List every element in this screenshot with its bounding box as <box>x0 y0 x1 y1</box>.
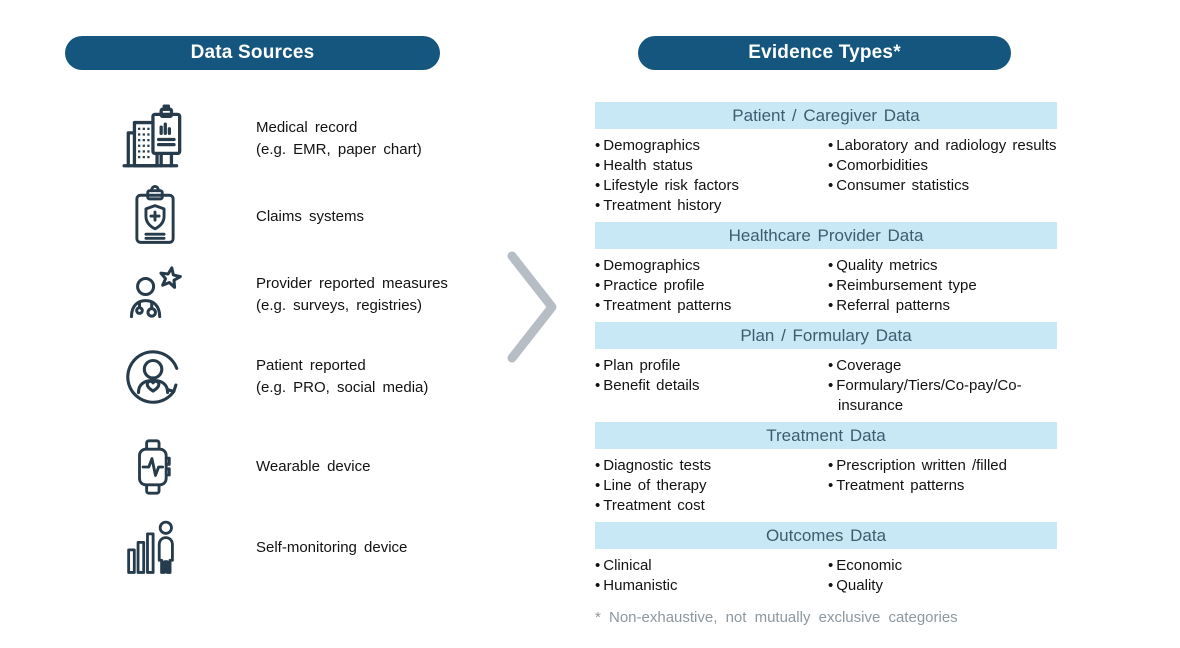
section-body-outcomes: Clinical Humanistic Economic Quality <box>595 556 1057 596</box>
source-label-self-monitoring: Self-monitoring device <box>256 539 408 556</box>
source-row-claims: Claims systems <box>100 185 365 248</box>
list-item: Prescription written /filled <box>828 456 1057 476</box>
list-item: Laboratory and radiology results <box>828 136 1057 156</box>
section-header-outcomes: Outcomes Data <box>595 522 1057 549</box>
source-row-medical-record: Medical record (e.g. EMR, paper chart) <box>100 98 422 180</box>
list-item: Clinical <box>595 556 828 576</box>
source-label-claims: Claims systems <box>256 208 365 225</box>
list-item: Quality metrics <box>828 256 1057 276</box>
smartwatch-icon <box>137 439 171 495</box>
list-item: Demographics <box>595 136 828 156</box>
claims-clipboard-shield-icon <box>135 185 175 244</box>
list-item: Treatment patterns <box>595 296 828 316</box>
list-item: Diagnostic tests <box>595 456 828 476</box>
provider-star-icon <box>129 266 182 319</box>
list-item: Reimbursement type <box>828 276 1057 296</box>
hospital-clipboard-icon <box>122 104 182 168</box>
list-item: Health status <box>595 156 828 176</box>
section-body-healthcare-provider: Demographics Practice profile Treatment … <box>595 256 1057 316</box>
list-item: Treatment cost <box>595 496 828 516</box>
list-item: Consumer statistics <box>828 176 1057 196</box>
section-header-patient-caregiver: Patient / Caregiver Data <box>595 102 1057 129</box>
list-item: Practice profile <box>595 276 828 296</box>
source-row-wearable: Wearable device <box>100 434 370 500</box>
list-item: Benefit details <box>595 376 828 396</box>
section-body-treatment: Diagnostic tests Line of therapy Treatme… <box>595 456 1057 516</box>
footnote: * Non-exhaustive, not mutually exclusive… <box>595 609 958 626</box>
evidence-types-panel: Patient / Caregiver Data Demographics He… <box>595 102 1057 626</box>
list-item: Treatment patterns <box>828 476 1057 496</box>
list-item: Quality <box>828 576 1057 596</box>
source-row-provider-reported: Provider reported measures (e.g. surveys… <box>100 262 448 328</box>
data-sources-header: Data Sources <box>65 36 440 70</box>
source-label-patient-reported: Patient reported (e.g. PRO, social media… <box>256 357 429 396</box>
source-row-patient-reported: Patient reported (e.g. PRO, social media… <box>100 342 428 412</box>
evidence-types-header: Evidence Types* <box>638 36 1011 70</box>
list-item: Demographics <box>595 256 828 276</box>
list-item: Plan profile <box>595 356 828 376</box>
source-label-wearable: Wearable device <box>256 458 371 475</box>
list-item: Line of therapy <box>595 476 828 496</box>
source-row-self-monitoring: Self-monitoring device <box>100 514 407 582</box>
source-label-provider-reported: Provider reported measures (e.g. surveys… <box>256 275 448 314</box>
self-monitoring-bars-person-icon <box>127 520 174 574</box>
list-item: Lifestyle risk factors <box>595 176 828 196</box>
chevron-right-icon <box>507 251 557 363</box>
list-item: Coverage <box>828 356 1057 376</box>
list-item: Referral patterns <box>828 296 1057 316</box>
list-item: Humanistic <box>595 576 828 596</box>
section-body-patient-caregiver: Demographics Health status Lifestyle ris… <box>595 136 1057 216</box>
source-label-medical-record: Medical record (e.g. EMR, paper chart) <box>256 119 422 158</box>
list-item: Formulary/Tiers/Co-pay/Co-insurance <box>828 376 1057 416</box>
list-item: Comorbidities <box>828 156 1057 176</box>
section-body-plan-formulary: Plan profile Benefit details Coverage Fo… <box>595 356 1057 416</box>
list-item: Treatment history <box>595 196 828 216</box>
patient-heart-cycle-icon <box>126 350 179 404</box>
list-item: Economic <box>828 556 1057 576</box>
section-header-healthcare-provider: Healthcare Provider Data <box>595 222 1057 249</box>
section-header-treatment: Treatment Data <box>595 422 1057 449</box>
section-header-plan-formulary: Plan / Formulary Data <box>595 322 1057 349</box>
